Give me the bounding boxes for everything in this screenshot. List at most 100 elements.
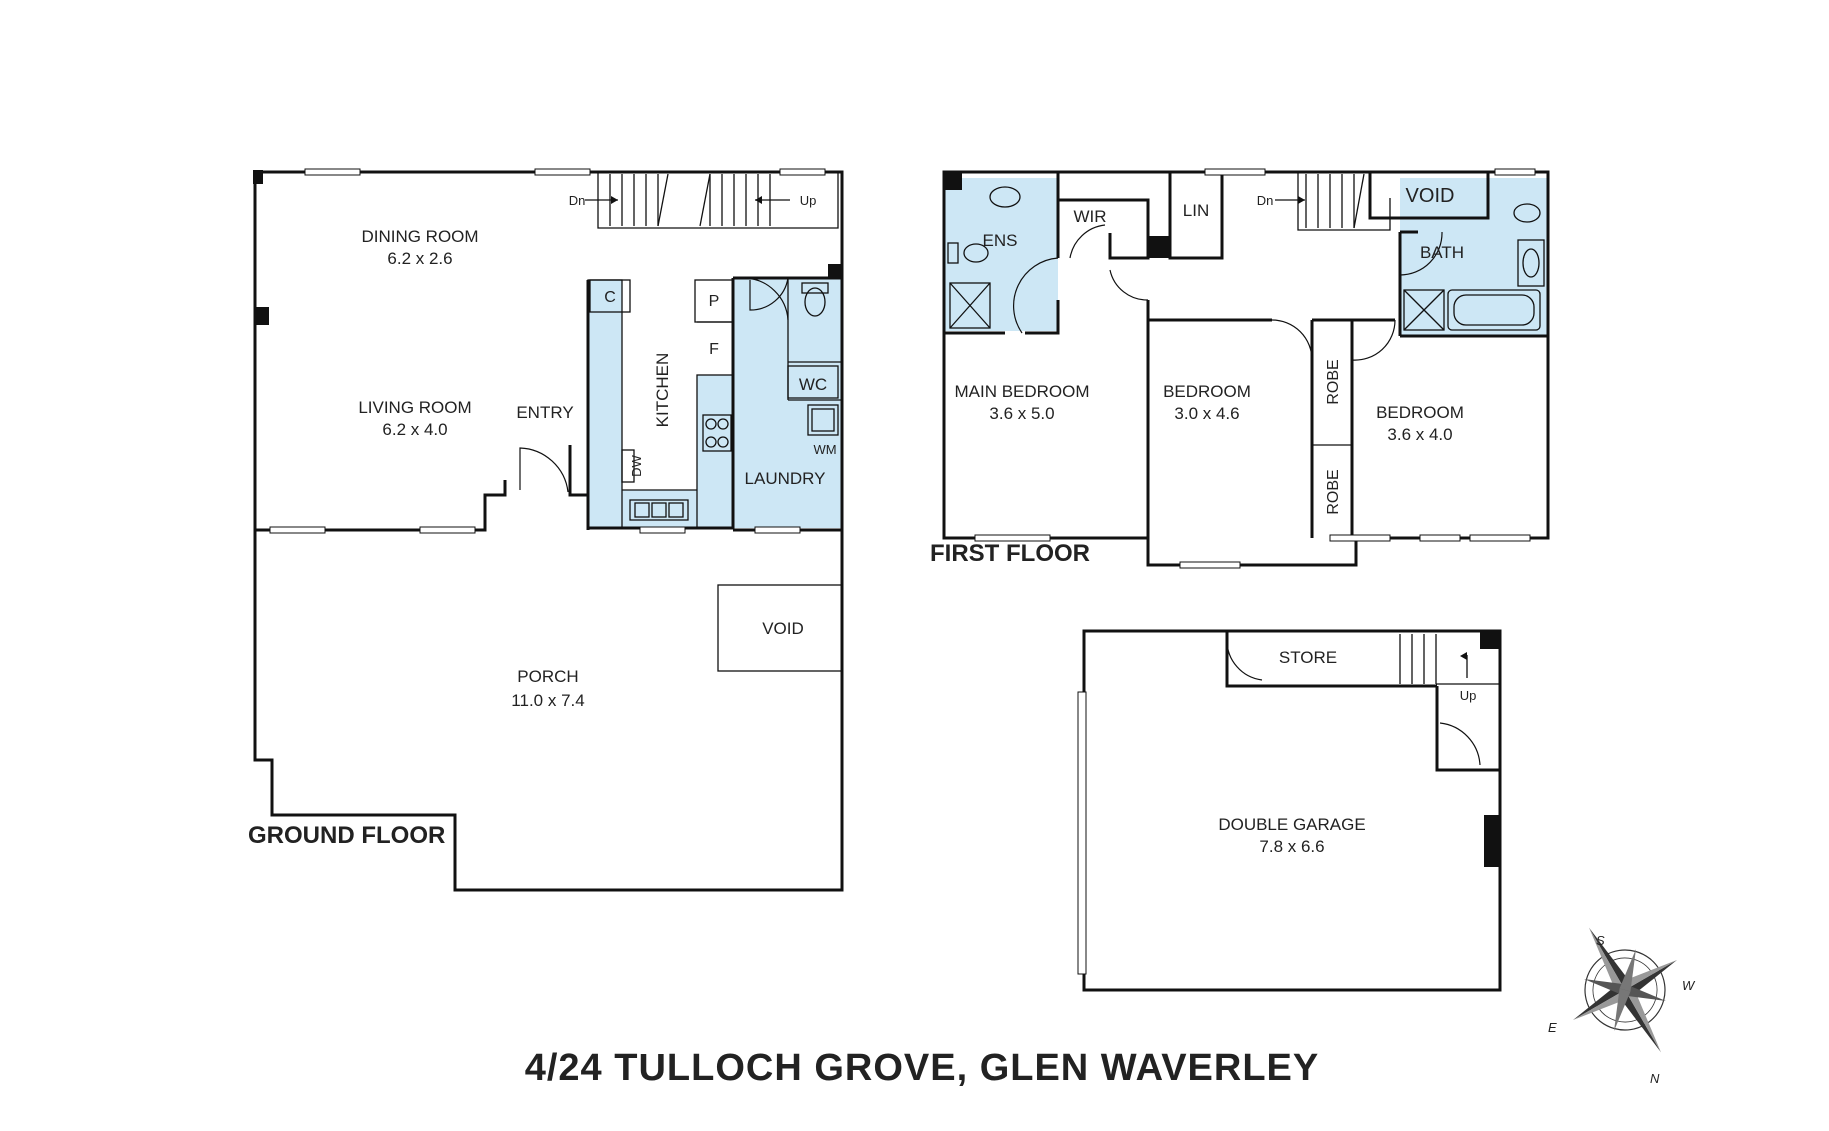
living-room-name: LIVING ROOM bbox=[358, 398, 471, 417]
garage-door bbox=[1077, 691, 1087, 975]
post bbox=[944, 172, 962, 190]
bath-vanity bbox=[1517, 239, 1545, 287]
dishwasher bbox=[621, 449, 635, 483]
post bbox=[253, 170, 263, 184]
window bbox=[754, 526, 801, 534]
shower bbox=[949, 282, 991, 329]
laundry-door bbox=[749, 277, 789, 311]
void-wall bbox=[1368, 172, 1490, 220]
living-room-dims: 6.2 x 4.0 bbox=[382, 420, 447, 439]
compass-rose-icon bbox=[1573, 927, 1677, 1053]
porch-outline bbox=[253, 530, 844, 892]
void-ground-name: VOID bbox=[762, 619, 804, 638]
ensuite-basin bbox=[989, 186, 1021, 208]
window bbox=[304, 168, 361, 176]
window bbox=[534, 168, 591, 176]
post bbox=[1480, 631, 1500, 649]
compass-n: N bbox=[1650, 1071, 1660, 1086]
wc-door bbox=[744, 277, 789, 321]
bath-toilet bbox=[1513, 203, 1541, 223]
garage-stairs bbox=[1399, 634, 1500, 685]
main-bedroom-name: MAIN BEDROOM bbox=[954, 382, 1089, 401]
bedroom2-name: BEDROOM bbox=[1163, 382, 1251, 401]
garage-name: DOUBLE GARAGE bbox=[1218, 815, 1365, 834]
garage-internal-door bbox=[1439, 722, 1481, 766]
window bbox=[1494, 168, 1536, 176]
ground-stairs bbox=[609, 173, 771, 227]
garage-dims: 7.8 x 6.6 bbox=[1259, 837, 1324, 856]
laundry-area bbox=[732, 278, 842, 528]
ensuite-door bbox=[1013, 257, 1059, 334]
window bbox=[1419, 534, 1461, 542]
up-arrowhead bbox=[755, 196, 762, 204]
compass-e: E bbox=[1548, 1020, 1557, 1035]
store-door bbox=[1226, 639, 1263, 681]
bedroom2-dims: 3.0 x 4.6 bbox=[1174, 404, 1239, 423]
post bbox=[255, 307, 269, 325]
toilet bbox=[804, 287, 826, 317]
first-dn-label: Dn bbox=[1257, 193, 1274, 208]
sink bbox=[629, 499, 689, 521]
window bbox=[1469, 534, 1531, 542]
void-first-name: VOID bbox=[1406, 185, 1455, 207]
burner bbox=[705, 418, 717, 430]
wc-box bbox=[787, 365, 839, 399]
void-box bbox=[717, 584, 843, 672]
toilet-cistern bbox=[801, 282, 829, 294]
lin-wall bbox=[1168, 172, 1224, 260]
pantry-label: P bbox=[709, 293, 720, 310]
cooktop bbox=[702, 414, 732, 452]
compass-s: S bbox=[1596, 933, 1605, 948]
washing-machine-label: WM bbox=[813, 442, 836, 457]
bathtub bbox=[1447, 289, 1541, 331]
garage bbox=[1077, 629, 1502, 992]
ground-floor bbox=[253, 168, 844, 892]
laundry-name: LAUNDRY bbox=[745, 469, 826, 488]
ground-up-label: Up bbox=[800, 193, 817, 208]
window bbox=[639, 526, 686, 534]
garage-stair-wall bbox=[1435, 686, 1500, 772]
dining-room-name: DINING ROOM bbox=[361, 227, 478, 246]
ensuite-area bbox=[944, 178, 1058, 331]
burner bbox=[717, 418, 729, 430]
post bbox=[828, 264, 842, 278]
dn-arrowhead bbox=[611, 196, 618, 204]
window bbox=[419, 526, 476, 534]
ensuite-cistern bbox=[947, 242, 959, 264]
first-stairs bbox=[1305, 173, 1365, 229]
property-address: 4/24 TULLOCH GROVE, GLEN WAVERLEY bbox=[525, 1047, 1320, 1089]
entry-door bbox=[519, 447, 569, 493]
compass-w: W bbox=[1682, 978, 1696, 993]
store-wall bbox=[1225, 631, 1437, 688]
window bbox=[1329, 534, 1391, 542]
shower-x bbox=[949, 282, 991, 329]
wir-name: WIR bbox=[1073, 207, 1106, 226]
robe2-name: ROBE bbox=[1325, 469, 1342, 514]
post bbox=[1484, 815, 1500, 867]
sink-bowl bbox=[668, 502, 684, 518]
window bbox=[974, 534, 1051, 542]
bedroom3-name: BEDROOM bbox=[1376, 403, 1464, 422]
entry-name: ENTRY bbox=[516, 403, 573, 422]
ground-dn-label: Dn bbox=[569, 193, 586, 208]
kitchen-name: KITCHEN bbox=[653, 353, 672, 428]
sink-bowl bbox=[634, 502, 650, 518]
wir-door bbox=[1069, 224, 1106, 259]
bed2-door bbox=[1271, 319, 1313, 361]
window bbox=[779, 168, 826, 176]
first-floor bbox=[942, 168, 1550, 569]
first-stair-wall bbox=[1297, 172, 1391, 231]
main-bed-door bbox=[1109, 269, 1149, 301]
post bbox=[1148, 236, 1170, 258]
washing-machine bbox=[807, 404, 839, 436]
lin-name: LIN bbox=[1183, 201, 1209, 220]
garage-up-label: Up bbox=[1460, 688, 1477, 703]
first-floor-label: FIRST FLOOR bbox=[930, 540, 1090, 567]
burner bbox=[705, 436, 717, 448]
window bbox=[1204, 168, 1266, 176]
porch-name: PORCH bbox=[517, 667, 578, 686]
bed3-wall bbox=[1352, 318, 1548, 338]
entry-wall bbox=[485, 445, 588, 497]
main-bedroom-dims: 3.6 x 5.0 bbox=[989, 404, 1054, 423]
